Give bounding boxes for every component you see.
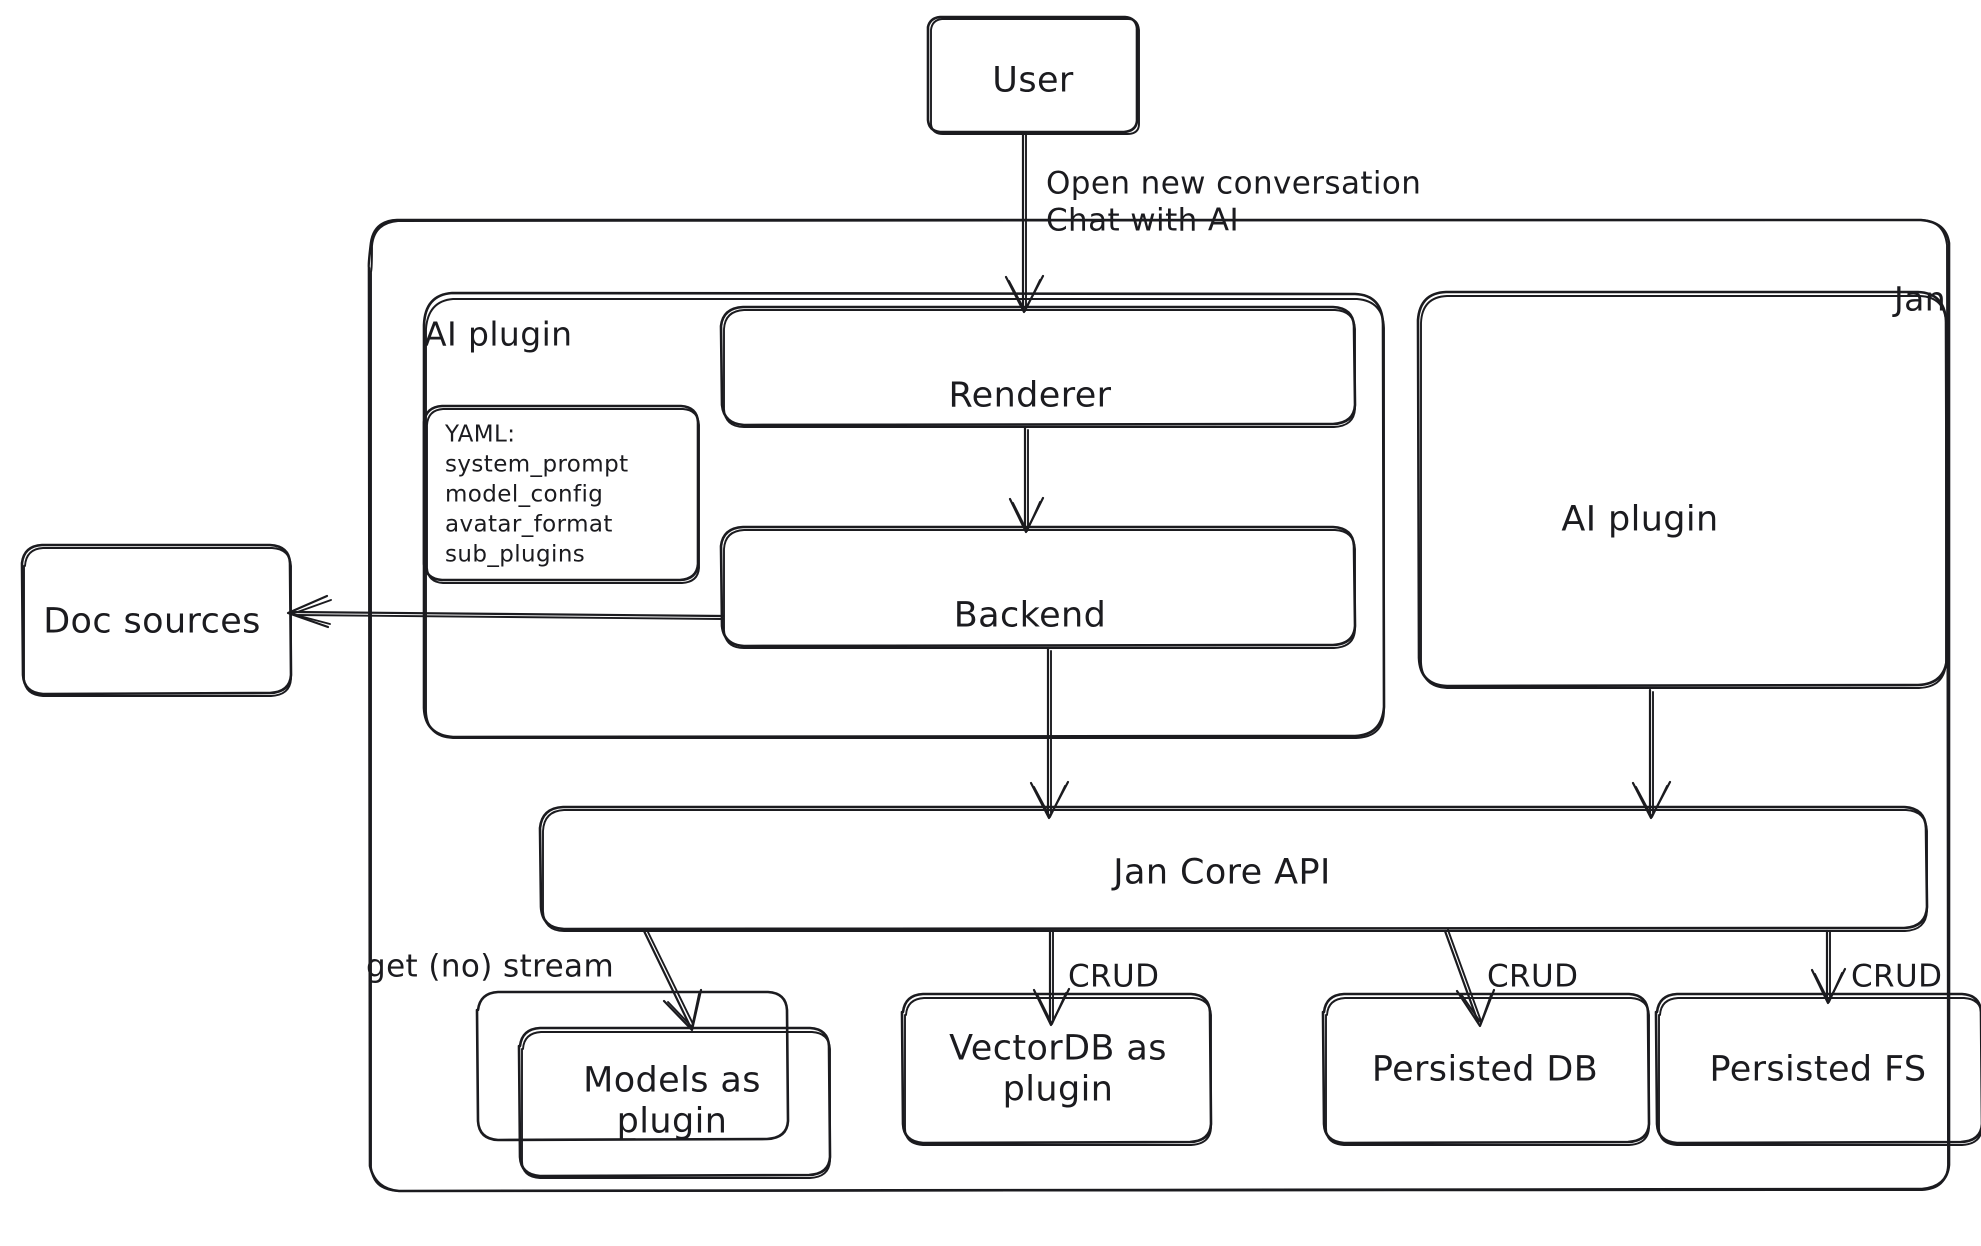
doc-sources-box-shape: [20, 543, 293, 697]
core-to-models-arrow: [642, 929, 703, 1032]
persisted-fs-box-shape: [1654, 992, 1981, 1146]
backend-to-doc-sources-arrow: [286, 594, 725, 629]
jan-container-shape: [367, 218, 1951, 1193]
core-to-persisted-db-arrow: [1443, 929, 1496, 1028]
jan-core-api-box-shape: [538, 805, 1929, 932]
core-to-persisted-fs-arrow: [1810, 929, 1847, 1005]
backend-to-core-arrow: [1029, 647, 1070, 820]
yaml-box-shape: [422, 404, 700, 584]
backend-box-shape: [719, 525, 1357, 649]
user-box-shape: [926, 15, 1140, 135]
user-to-renderer-arrow: [1004, 131, 1045, 314]
vectordb-plugin-box-shape: [900, 992, 1213, 1146]
renderer-box-shape: [719, 305, 1357, 428]
models-plugin-box-shape: [475, 990, 832, 1179]
ai-plugin-group-shape: [422, 291, 1386, 739]
core-to-vectordb-arrow: [1032, 929, 1071, 1027]
ai-plugin-box-shape: [1416, 290, 1949, 689]
renderer-to-backend-arrow: [1008, 426, 1045, 534]
ai-plugin-to-core-arrow: [1631, 688, 1672, 820]
persisted-db-box-shape: [1321, 992, 1651, 1146]
